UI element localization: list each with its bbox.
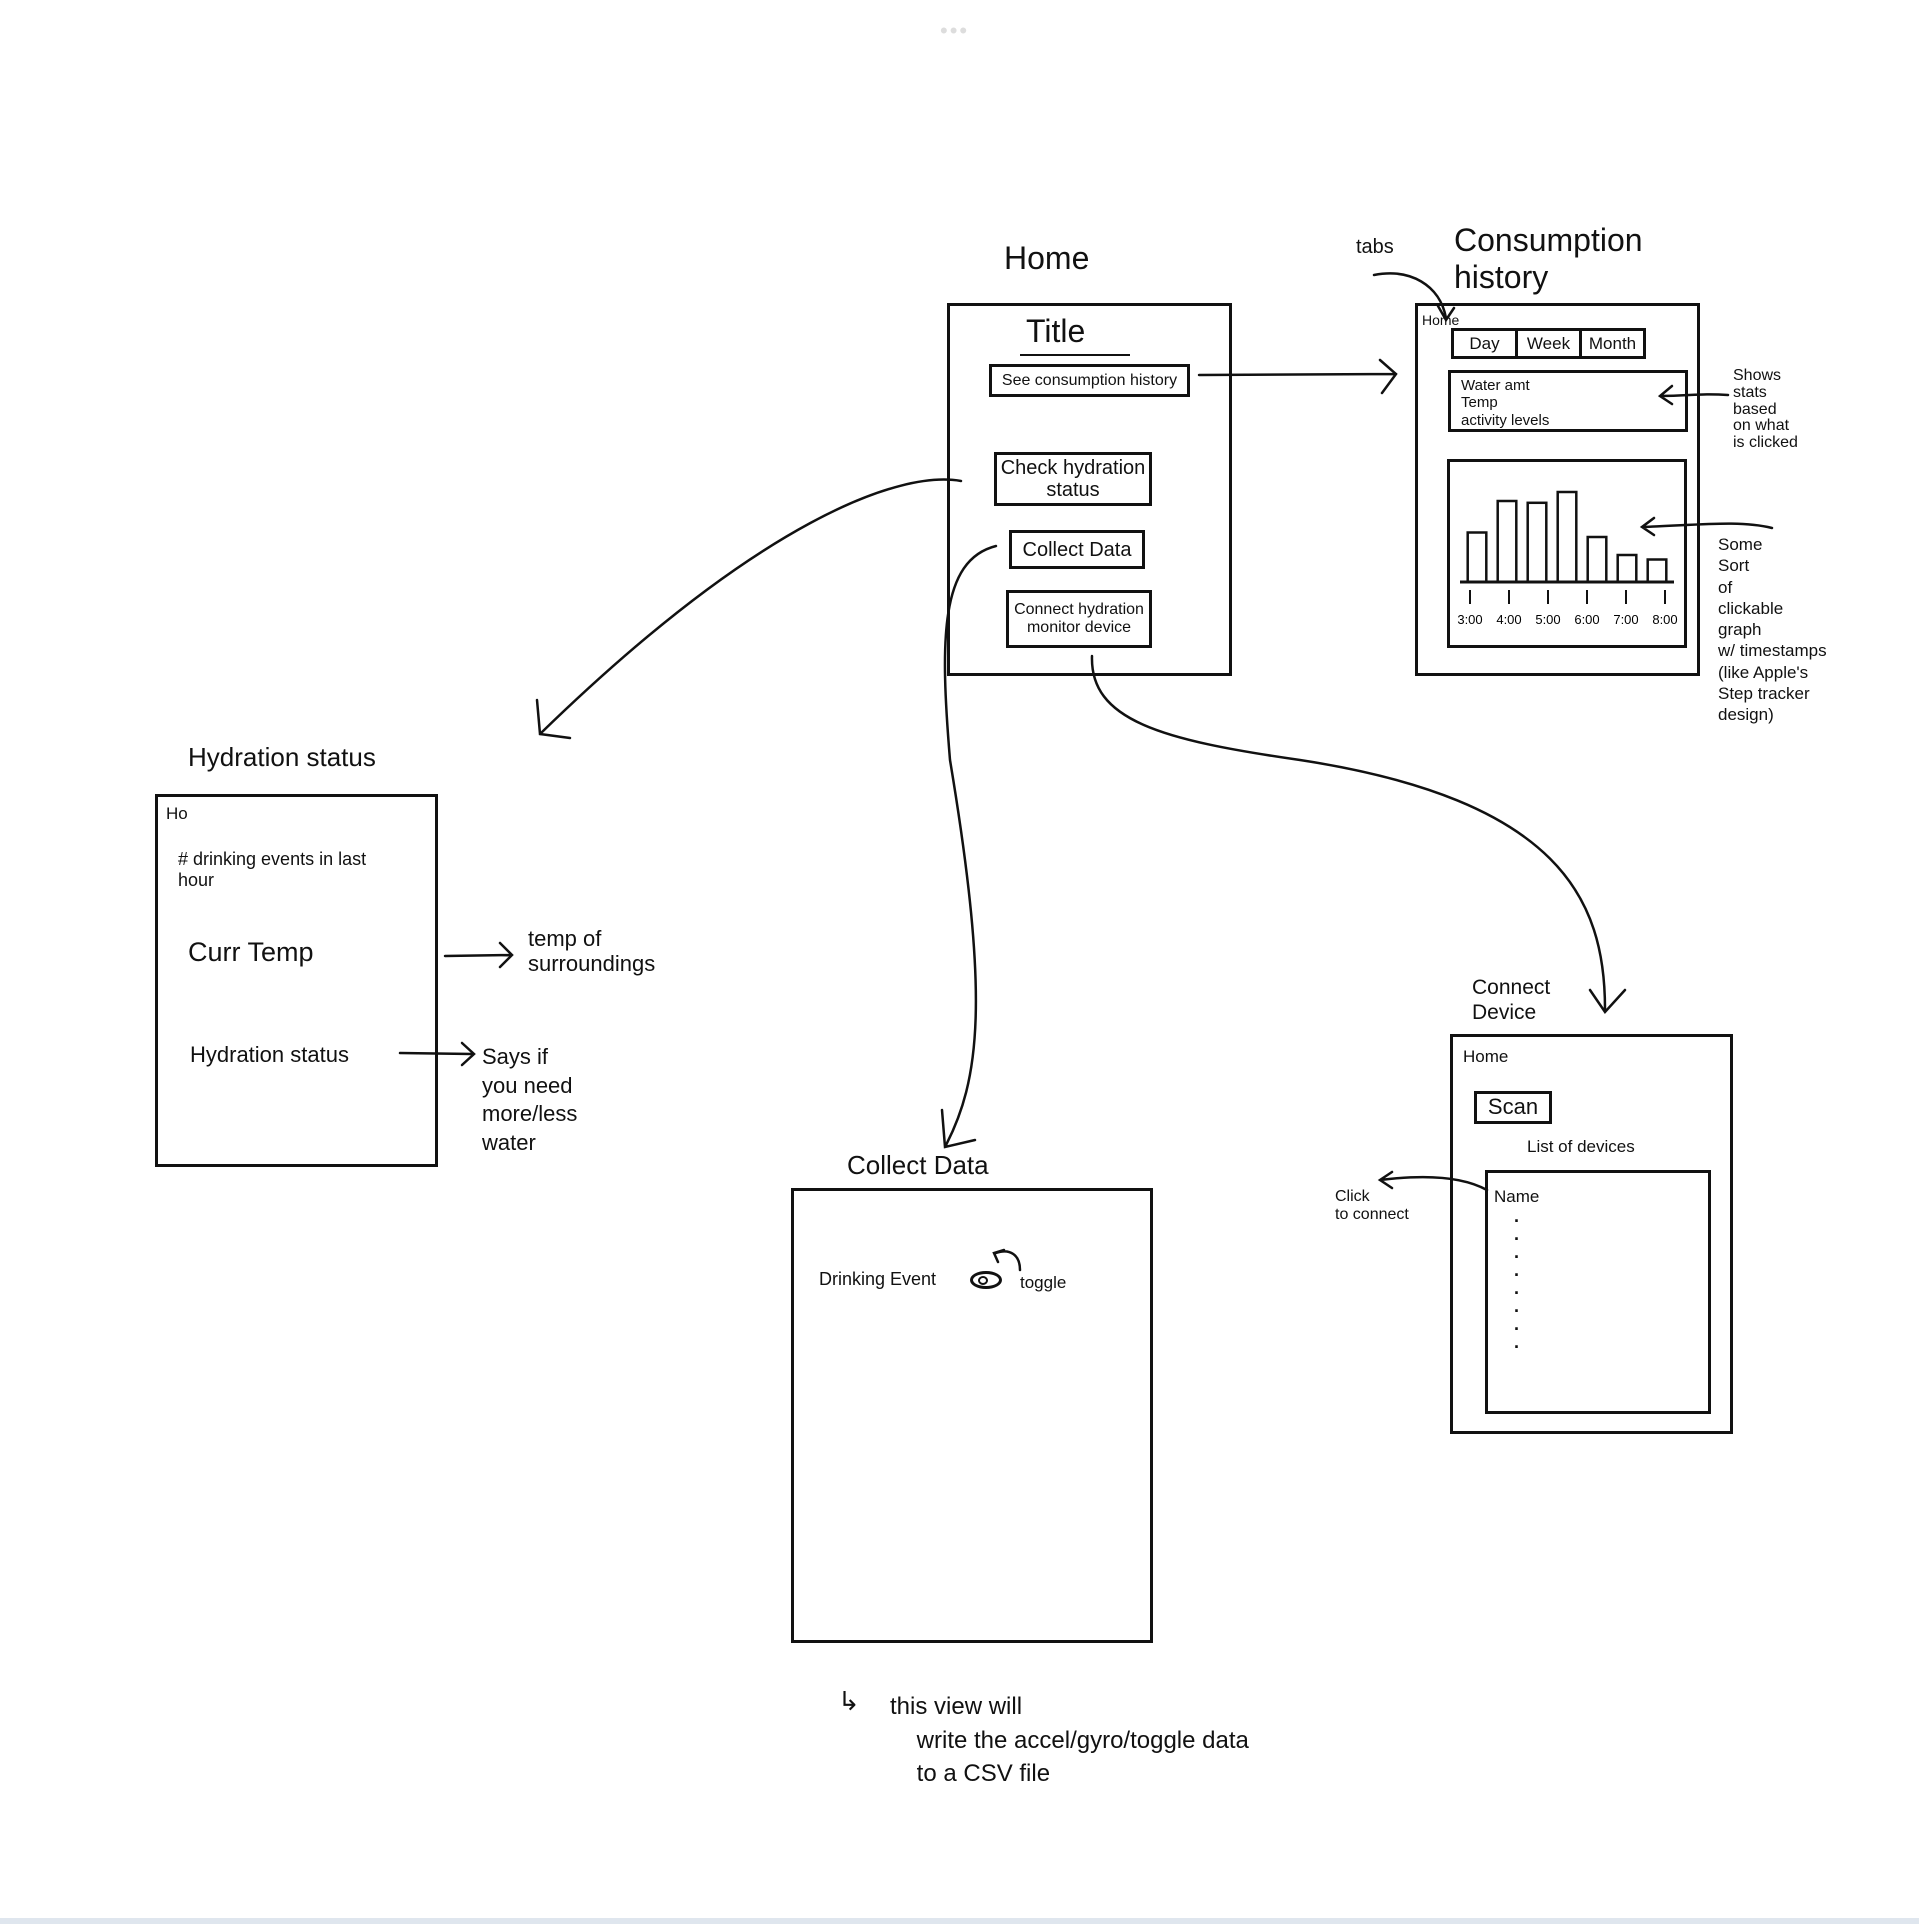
stat-temp: Temp (1461, 394, 1498, 412)
x-tick-label: 5:00 (1535, 612, 1560, 627)
connect-screen-label: Connect Device (1472, 976, 1551, 1025)
graph-annotation: Some Sort of clickable graph w/ timestam… (1718, 535, 1827, 724)
home-screen: Title See consumption history Check hydr… (947, 303, 1232, 676)
more-devices-ellipsis: . . . . . . . . (1514, 1206, 1520, 1352)
bar[interactable] (1556, 490, 1578, 584)
drinking-event-label: Drinking Event (819, 1269, 937, 1289)
collect-data-screen: Drinking Event toggle (791, 1188, 1153, 1643)
toggle-knob (978, 1276, 988, 1285)
check-hydration-status-button[interactable]: Check hydration status (994, 452, 1152, 506)
hydration-status-value: Hydration status (190, 1042, 349, 1067)
toggle-annotation: toggle (1020, 1273, 1067, 1292)
stats-annotation: Shows stats based on what is clicked (1733, 367, 1798, 452)
tab-day[interactable]: Day (1469, 333, 1500, 353)
current-temp: Curr Temp (188, 937, 314, 967)
device-list-item[interactable]: Name (1494, 1187, 1540, 1206)
home-link[interactable]: Home (1422, 312, 1460, 328)
bar[interactable] (1466, 531, 1488, 584)
x-tick-label: 4:00 (1496, 612, 1521, 627)
bar-chart[interactable]: 3:00 4:00 5:00 6:00 7:00 8:00 (1450, 462, 1684, 645)
x-tick-label: 8:00 (1652, 612, 1677, 627)
device-list: Name . . . . . . . . (1485, 1170, 1711, 1414)
home-link[interactable]: Home (1463, 1047, 1509, 1066)
x-tick-label: 3:00 (1457, 612, 1482, 627)
device-list-title: List of devices (1527, 1137, 1635, 1156)
bar[interactable] (1496, 499, 1518, 584)
stat-water-amount: Water amt (1461, 377, 1530, 394)
scan-button[interactable]: Scan (1474, 1091, 1552, 1124)
tab-month[interactable]: Month (1579, 331, 1643, 356)
arrow-curr-temp (443, 941, 514, 969)
return-arrow-icon: ↳ (838, 1686, 860, 1716)
history-graph[interactable]: 3:00 4:00 5:00 6:00 7:00 8:00 (1447, 459, 1687, 648)
home-screen-label: Home (1004, 240, 1090, 276)
arrow-home-to-connect (1090, 654, 1627, 1015)
drinking-events-count: # drinking events in last hour (178, 849, 367, 890)
bar[interactable] (1646, 558, 1668, 584)
arrow-home-to-hydration (535, 478, 963, 740)
hydration-screen: Ho # drinking events in last hour Curr T… (155, 794, 438, 1167)
period-tabs: Day Week Month (1451, 328, 1646, 359)
bar[interactable] (1616, 553, 1638, 584)
home-link[interactable]: Ho (166, 804, 188, 823)
tab-week[interactable]: Week (1515, 331, 1579, 356)
status-annotation: Says if you need more/less water (482, 1044, 578, 1155)
stats-panel: Water amt Temp activity levels (1448, 370, 1688, 432)
x-tick-label: 7:00 (1613, 612, 1638, 627)
drinking-event-toggle[interactable] (970, 1271, 1002, 1289)
x-tick-label: 6:00 (1574, 612, 1599, 627)
collect-screen-label: Collect Data (847, 1150, 989, 1180)
consumption-screen-label: Consumption history (1454, 222, 1643, 295)
title-underline (1020, 354, 1130, 356)
window-menu-dots: ••• (940, 18, 970, 43)
bottom-scrollbar-track (0, 1918, 1919, 1924)
connect-device-screen: Home Scan List of devices Name . . . . .… (1450, 1034, 1733, 1434)
see-consumption-history-button[interactable]: See consumption history (989, 364, 1190, 397)
collect-data-button[interactable]: Collect Data (1009, 530, 1145, 569)
hydration-screen-label: Hydration status (188, 742, 376, 772)
home-title: Title (1026, 313, 1086, 349)
stat-activity-levels: activity levels (1461, 411, 1550, 429)
temp-annotation: temp of surroundings (528, 926, 656, 977)
consumption-screen: Home Day Week Month Water amt Temp activ… (1415, 303, 1700, 676)
bar[interactable] (1586, 535, 1608, 584)
click-annotation: Click to connect (1335, 1188, 1409, 1224)
tabs-annotation: tabs (1356, 236, 1394, 258)
connect-device-button[interactable]: Connect hydration monitor device (1006, 590, 1152, 648)
bar[interactable] (1526, 501, 1548, 584)
collect-note: this view will write the accel/gyro/togg… (890, 1693, 1249, 1788)
